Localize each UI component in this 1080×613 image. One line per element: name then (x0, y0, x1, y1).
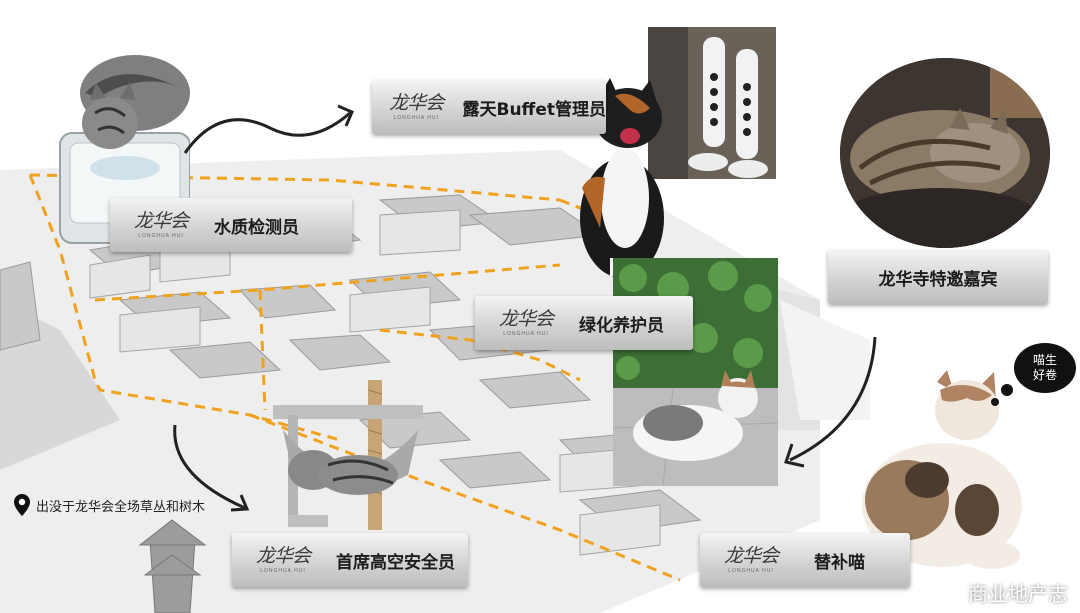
logo-sub: LONGHUA HUI (260, 567, 306, 574)
thought-bubble: 喵生 好卷 (1014, 343, 1076, 393)
weibo-icon (938, 583, 961, 603)
logo-sub: LONGHUA HUI (393, 114, 439, 121)
thought-bubble-tail-icon (991, 384, 1013, 406)
logo-mark: 龙华会 (133, 209, 189, 232)
location-pin-icon (14, 494, 30, 516)
logo-mark: 龙华会 (255, 544, 311, 567)
pagoda (138, 519, 207, 613)
greening-label: 龙华会 LONGHUA HUI 绿化养护员 (475, 296, 693, 350)
substitute-label: 龙华会 LONGHUA HUI 替补喵 (700, 533, 910, 587)
logo-sub: LONGHUA HUI (138, 232, 184, 239)
feeder-tubes-photo (648, 27, 776, 179)
white-tabby-cat-photo (613, 258, 778, 486)
bubble-line-1: 喵生 (1032, 353, 1057, 367)
longhua-logo: 龙华会 LONGHUA HUI (242, 544, 324, 574)
logo-mark: 龙华会 (389, 91, 444, 114)
arrow-to-safety-icon (173, 424, 250, 512)
sleeping-cats-photo (840, 58, 1050, 248)
watermark-text: 商业地产志 (968, 582, 1068, 606)
longhua-logo: 龙华会 LONGHUA HUI (710, 544, 792, 574)
buffet-label-text: 露天Buffet管理员 (462, 99, 607, 120)
safety-label: 龙华会 LONGHUA HUI 首席高空安全员 (232, 533, 468, 587)
longhua-logo: 龙华会 LONGHUA HUI (485, 307, 567, 337)
cat-hammock-photo (268, 380, 428, 530)
logo-sub: LONGHUA HUI (503, 330, 549, 337)
location-note: 出没于龙华会全场草丛和树木 (14, 494, 205, 516)
guest-label: 龙华寺特邀嘉宾 (828, 250, 1048, 304)
water-label: 龙华会 LONGHUA HUI 水质检测员 (110, 198, 352, 252)
guest-label-text: 龙华寺特邀嘉宾 (878, 269, 998, 290)
longhua-logo: 龙华会 LONGHUA HUI (120, 209, 202, 239)
water-label-text: 水质检测员 (214, 217, 299, 238)
watermark: 商业地产志 (938, 578, 1068, 607)
arrow-to-buffet-icon (183, 104, 354, 154)
bubble-line-2: 好卷 (1032, 368, 1057, 382)
logo-sub: LONGHUA HUI (728, 567, 774, 574)
substitute-label-text: 替补喵 (814, 552, 865, 573)
greening-label-text: 绿化养护员 (579, 315, 664, 336)
arrow-to-substitute-icon (784, 336, 877, 468)
logo-mark: 龙华会 (498, 307, 554, 330)
water-fountain-cat-photo (40, 38, 190, 248)
logo-mark: 龙华会 (723, 544, 779, 567)
safety-label-text: 首席高空安全员 (336, 552, 455, 573)
buffet-label: 龙华会 LONGHUA HUI 露天Buffet管理员 (372, 80, 606, 134)
longhua-logo: 龙华会 LONGHUA HUI (382, 91, 451, 121)
location-note-text: 出没于龙华会全场草丛和树木 (36, 499, 206, 515)
